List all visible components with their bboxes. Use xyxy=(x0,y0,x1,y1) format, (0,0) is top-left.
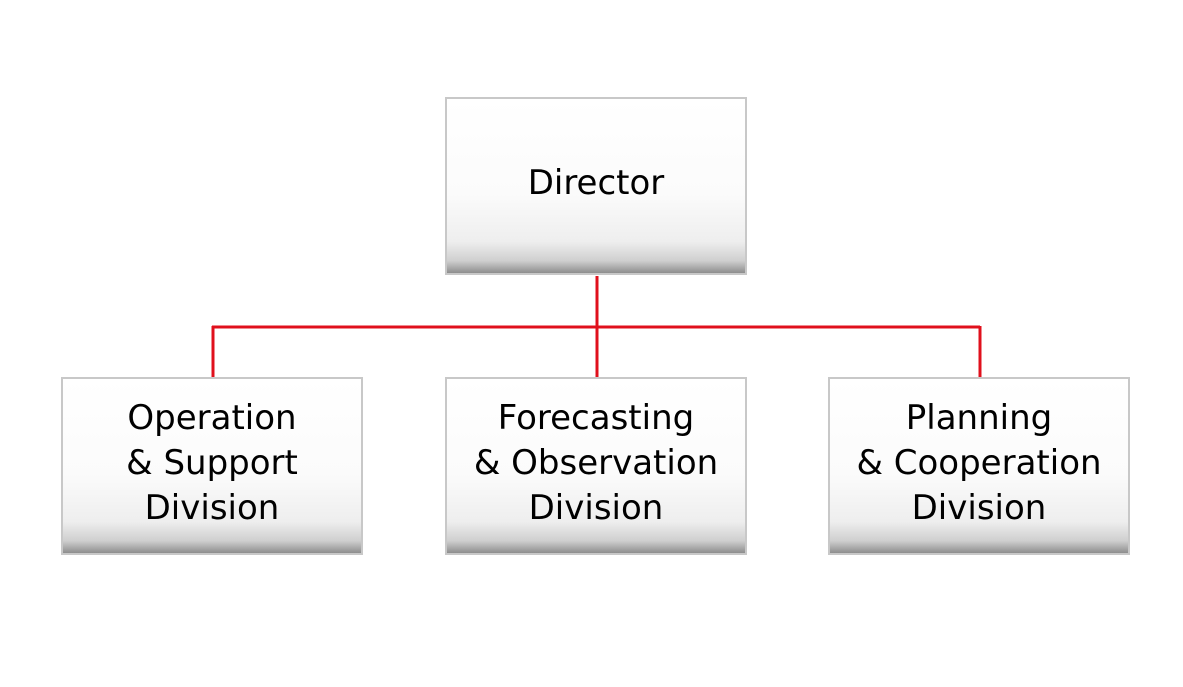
division-label-line: Forecasting xyxy=(497,397,695,438)
operation-support-division-box: Operation & Support Division xyxy=(61,377,363,555)
division-label-line: Planning xyxy=(905,397,1053,438)
division-label-line: Division xyxy=(144,487,280,528)
division-label-line: Operation xyxy=(127,397,297,438)
division-label-line: Division xyxy=(528,487,664,528)
division-label-line: & Observation xyxy=(473,442,719,483)
division-label-line: Division xyxy=(911,487,1047,528)
director-label: Director xyxy=(527,162,665,203)
division-label-line: & Support xyxy=(126,442,298,483)
planning-cooperation-division-box: Planning & Cooperation Division xyxy=(828,377,1130,555)
director-box: Director xyxy=(445,97,747,275)
forecasting-observation-division-box: Forecasting & Observation Division xyxy=(445,377,747,555)
division-label-line: & Cooperation xyxy=(856,442,1102,483)
